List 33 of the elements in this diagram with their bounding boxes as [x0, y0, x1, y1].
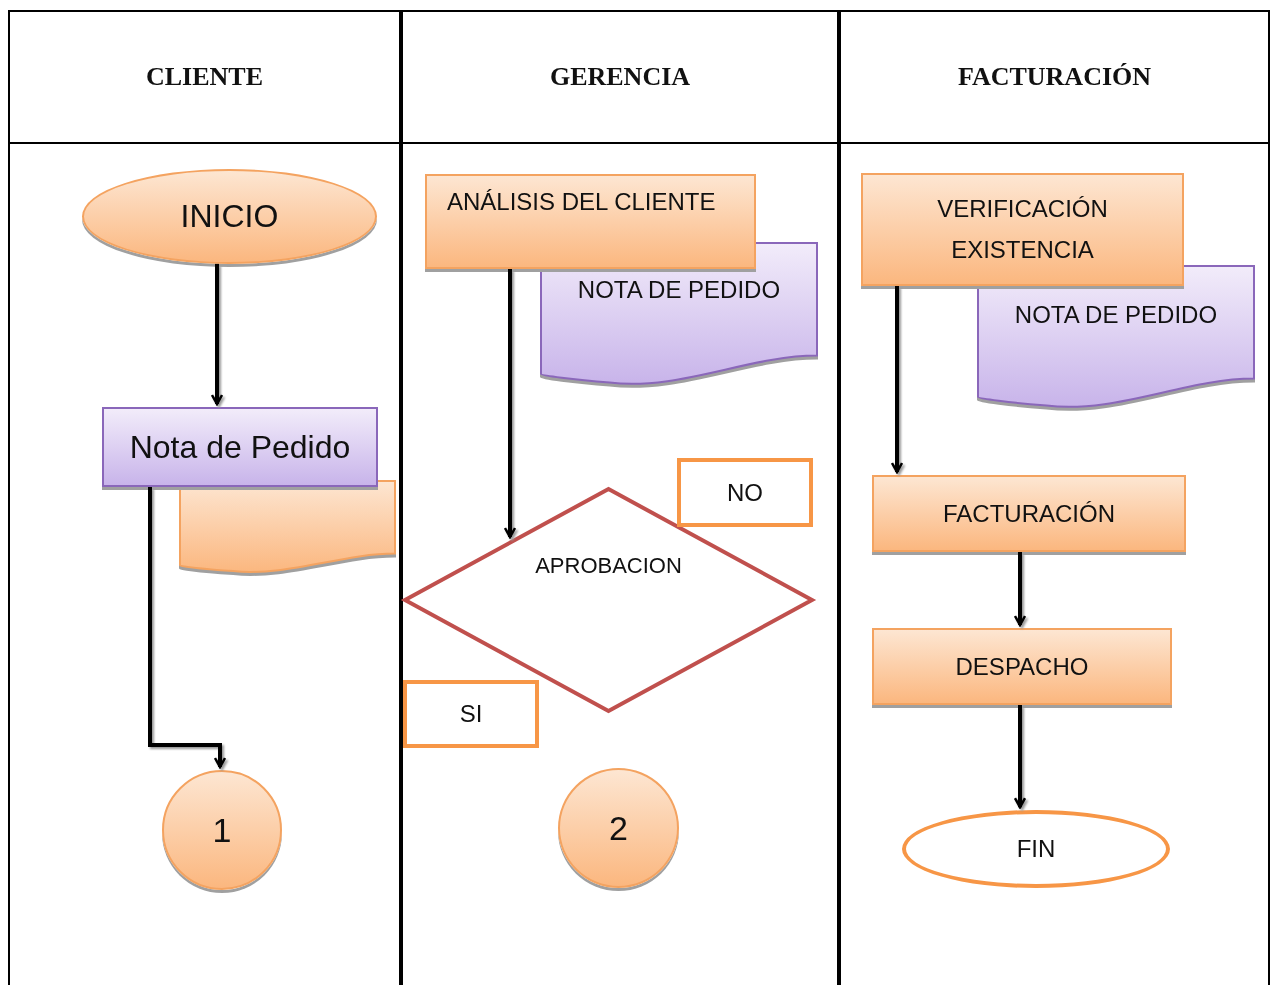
arrow [503, 269, 517, 539]
swimlane [401, 10, 839, 985]
node-text: FACTURACIÓN [943, 499, 1115, 528]
arrow [1013, 705, 1027, 809]
lane-header: GERENCIA [403, 12, 837, 144]
node-text: NOTA DE PEDIDO [1014, 301, 1218, 329]
lane-header: FACTURACIÓN [841, 12, 1268, 144]
node-text: NO [727, 478, 763, 507]
swimlane [8, 10, 401, 985]
node-text: Nota de Pedido [129, 428, 351, 466]
node-text: NOTA DE PEDIDO [577, 276, 781, 304]
process-box [102, 407, 378, 487]
node-text: DESPACHO [955, 652, 1089, 681]
node-text: INICIO [180, 198, 279, 235]
lane-header: CLIENTE [10, 12, 399, 144]
connector-number: 1 [212, 810, 232, 850]
node-text: ANÁLISIS DEL CLIENTE [447, 188, 716, 216]
process-box [861, 173, 1184, 286]
arrow [148, 487, 227, 769]
label-box [403, 680, 539, 748]
arrow [890, 286, 904, 474]
arrow [210, 263, 224, 406]
process-box [872, 628, 1172, 705]
node-text: APROBACION [535, 553, 682, 579]
process-box [872, 475, 1186, 552]
node-text: FIN [1016, 835, 1056, 863]
node-text: SI [459, 700, 483, 728]
label-box [677, 458, 813, 527]
node-text: 2 [609, 808, 628, 848]
node-text: VERIFICACIÓN EXISTENCIA [936, 193, 1109, 265]
arrow [1013, 552, 1027, 627]
swimlane [839, 10, 1270, 985]
process-box [425, 174, 756, 269]
